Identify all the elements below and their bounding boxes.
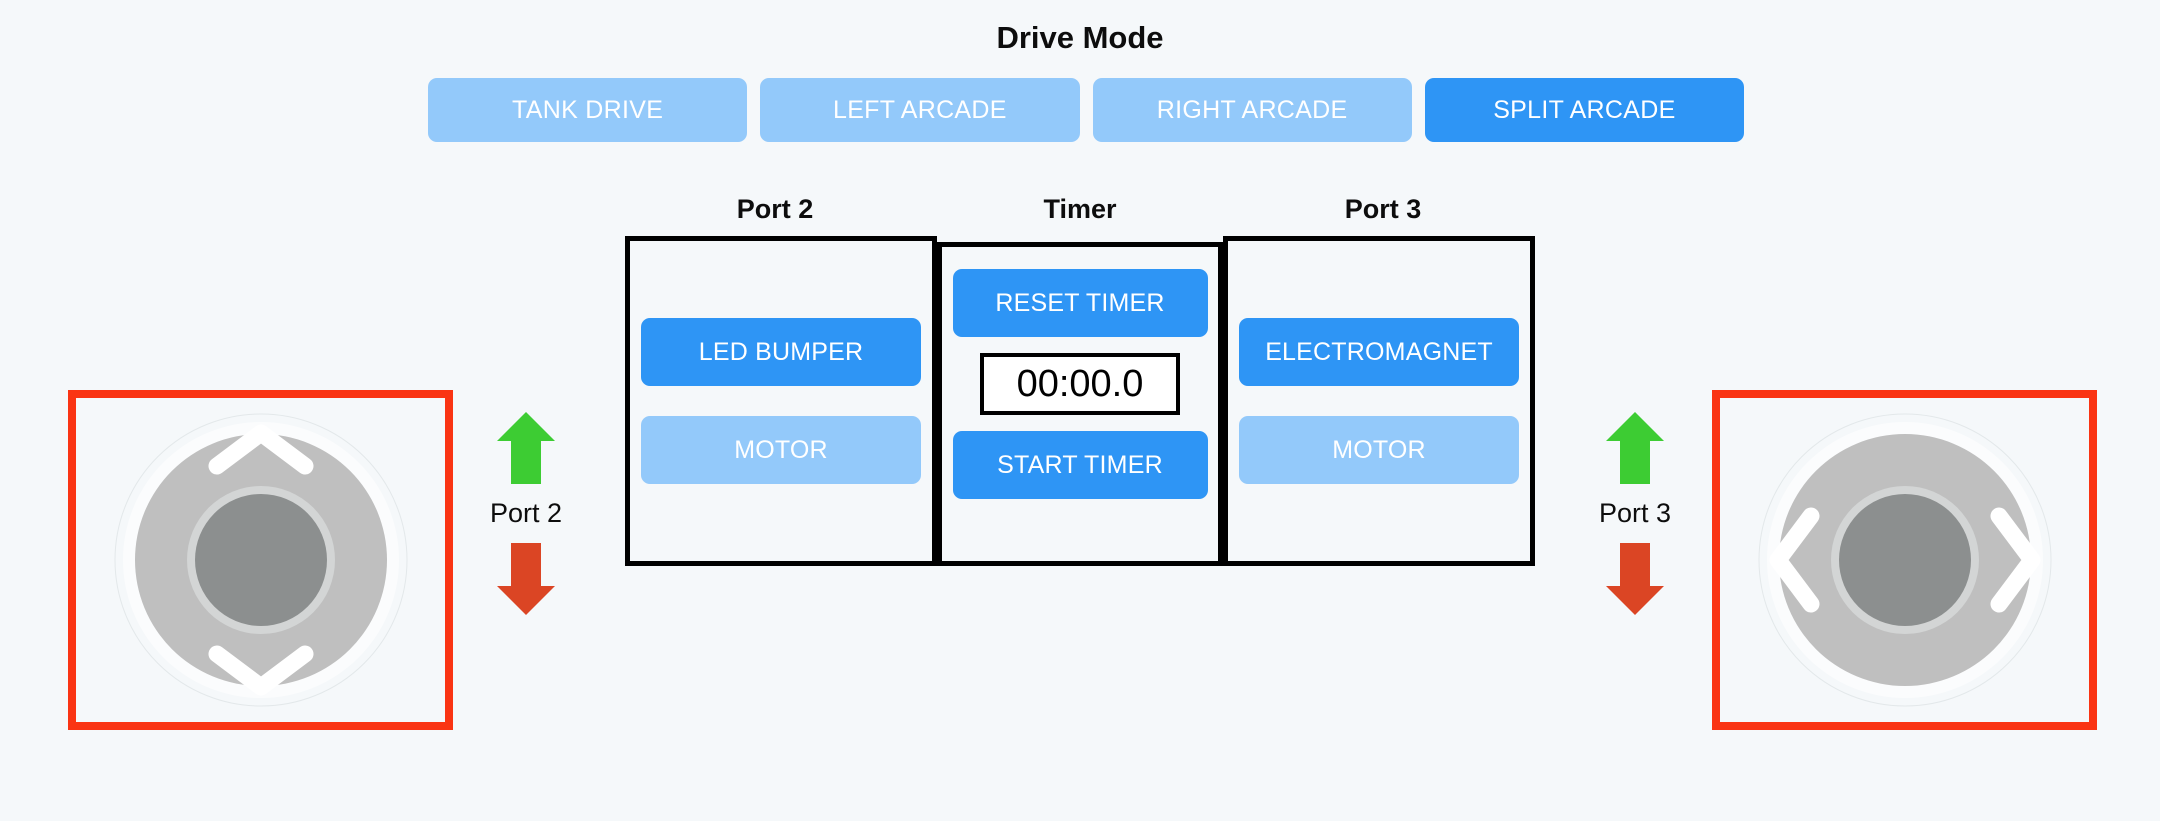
panel-column-timer: RESET TIMER 00:00.0 START TIMER	[937, 242, 1223, 566]
drive-mode-button-right-arcade[interactable]: RIGHT ARCADE	[1092, 78, 1412, 142]
drive-mode-button-left-arcade[interactable]: LEFT ARCADE	[760, 78, 1080, 142]
left-joystick-container[interactable]	[68, 390, 453, 730]
right-joystick[interactable]	[1755, 410, 2055, 710]
left-joystick[interactable]	[111, 410, 411, 710]
drive-mode-button-tank-drive[interactable]: TANK DRIVE	[428, 78, 748, 142]
arrow-up-icon	[1606, 412, 1664, 484]
drive-mode-selector: TANK DRIVE LEFT ARCADE RIGHT ARCADE SPLI…	[428, 78, 1744, 142]
start-timer-button[interactable]: START TIMER	[952, 431, 1208, 499]
arrow-down-icon	[497, 543, 555, 615]
led-bumper-button[interactable]: LED BUMPER	[641, 318, 921, 386]
timer-display: 00:00.0	[980, 353, 1180, 415]
column-label-timer: Timer	[1043, 194, 1117, 224]
port2-motor-button[interactable]: MOTOR	[641, 416, 921, 484]
arrow-up-icon	[497, 412, 555, 484]
chevron-right-icon	[1990, 507, 2040, 613]
column-label-port3: Port 3	[1344, 194, 1422, 224]
chevron-up-icon	[208, 424, 313, 475]
chevron-left-icon	[1769, 507, 1819, 613]
electromagnet-button[interactable]: ELECTROMAGNET	[1239, 318, 1519, 386]
panel-column-port2: LED BUMPER MOTOR	[625, 236, 937, 566]
device-control-panel: LED BUMPER MOTOR RESET TIMER 00:00.0 STA…	[625, 236, 1535, 566]
chevron-down-icon	[208, 645, 313, 696]
arrow-down-icon	[1606, 543, 1664, 615]
port3-motor-button[interactable]: MOTOR	[1239, 416, 1519, 484]
port3-indicator-label: Port 3	[1598, 498, 1672, 528]
page-title: Drive Mode	[996, 20, 1164, 55]
reset-timer-button[interactable]: RESET TIMER	[952, 269, 1208, 337]
port2-indicator-label: Port 2	[489, 498, 563, 528]
panel-column-port3: ELECTROMAGNET MOTOR	[1223, 236, 1535, 566]
port2-direction-indicator: Port 2	[456, 410, 596, 617]
port3-direction-indicator: Port 3	[1565, 410, 1705, 617]
drive-mode-button-split-arcade[interactable]: SPLIT ARCADE	[1424, 78, 1744, 142]
column-label-port2: Port 2	[736, 194, 814, 224]
right-joystick-container[interactable]	[1712, 390, 2097, 730]
